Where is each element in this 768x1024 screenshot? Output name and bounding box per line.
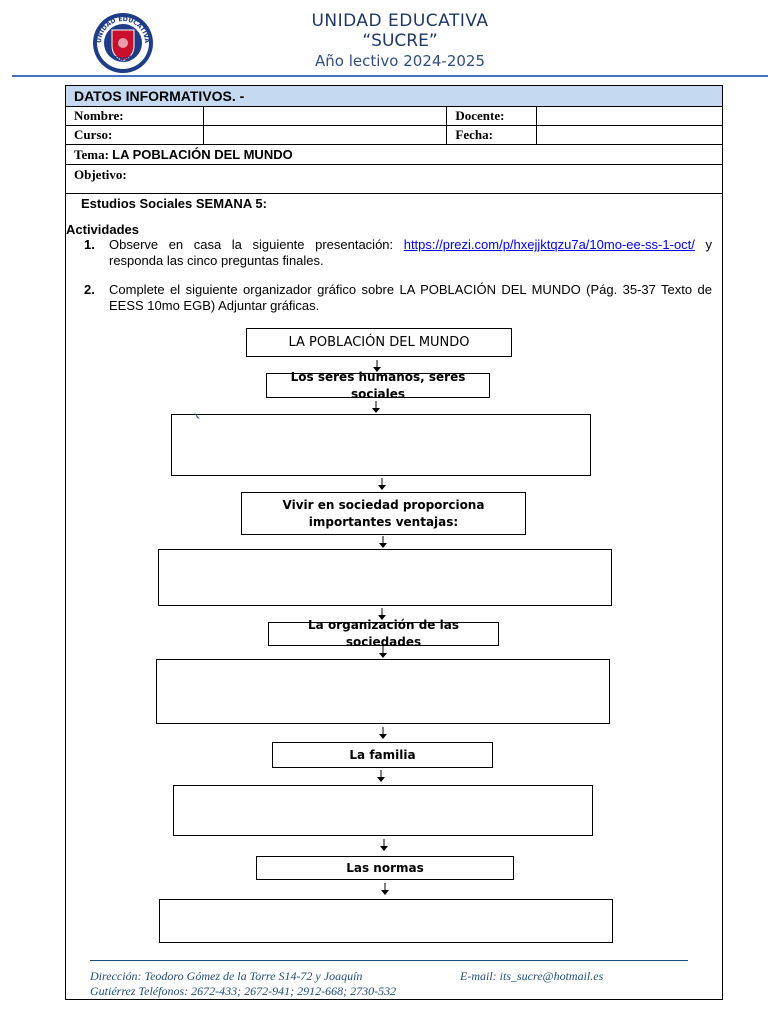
curso-field[interactable]	[202, 125, 448, 145]
tema-label: Tema:	[74, 146, 109, 162]
school-name-quoted: “SUCRE”	[362, 31, 438, 51]
arrow-down-icon	[380, 839, 388, 851]
arrow-down-icon	[379, 536, 387, 548]
logo-bottom-text: SUCRE	[112, 55, 134, 63]
activity-number: 2.	[84, 282, 95, 297]
objetivo-label: Objetivo:	[74, 167, 127, 182]
school-logo: UNIDAD EDUCATIVA SUCRE	[93, 13, 153, 73]
docente-field[interactable]	[536, 106, 723, 126]
header-divider	[12, 75, 768, 77]
nombre-field[interactable]	[202, 106, 448, 126]
organizer-box-organizacion: La organización de las sociedades	[268, 618, 499, 649]
cursor-mark-icon	[194, 412, 200, 419]
footer-email: E-mail: its_sucre@hotmail.es	[460, 969, 604, 983]
tema-row: Tema: LA POBLACIÓN DEL MUNDO	[65, 144, 723, 165]
docente-label: Docente:	[446, 106, 538, 126]
arrow-down-icon	[378, 478, 386, 490]
school-year: Año lectivo 2024-2025	[315, 52, 485, 70]
arrow-down-icon	[379, 727, 387, 739]
activity-number: 1.	[84, 237, 95, 252]
activity-text-end: y responda las cinco preguntas finales.	[109, 237, 712, 268]
activities-heading: Actividades	[66, 222, 139, 237]
answer-box-1[interactable]	[171, 414, 591, 476]
answer-box-2[interactable]	[158, 549, 612, 606]
answer-box-5[interactable]	[159, 899, 613, 943]
school-name-line: UNIDAD EDUCATIVA	[311, 11, 489, 31]
footer-address-line-2: Gutiérrez Teléfonos: 2672-433; 2672-941;…	[90, 984, 397, 998]
week-title: Estudios Sociales SEMANA 5:	[81, 196, 267, 211]
arrow-down-icon	[381, 883, 389, 895]
answer-box-3[interactable]	[156, 659, 610, 724]
activity-text: Observe en casa la siguiente presentació…	[109, 237, 404, 252]
arrow-down-icon	[379, 646, 387, 658]
arrow-down-icon	[377, 770, 385, 782]
curso-label: Curso:	[65, 125, 204, 145]
organizer-box-familia: La familia	[272, 742, 493, 768]
footer-divider	[90, 960, 688, 961]
tema-value: LA POBLACIÓN DEL MUNDO	[112, 146, 293, 162]
answer-box-4[interactable]	[173, 785, 593, 836]
nombre-label: Nombre:	[65, 106, 204, 126]
svg-text:SUCRE: SUCRE	[112, 55, 134, 63]
fecha-label: Fecha:	[446, 125, 538, 145]
arrow-down-icon	[373, 360, 381, 372]
arrow-down-icon	[378, 608, 386, 620]
organizer-box-normas: Las normas	[256, 856, 514, 880]
activity-item-1: 1. Observe en casa la siguiente presenta…	[66, 237, 712, 269]
arrow-down-icon	[372, 401, 380, 413]
objetivo-row[interactable]: Objetivo:	[65, 164, 723, 194]
footer-address-line-1: Dirección: Teodoro Gómez de la Torre S14…	[90, 969, 363, 983]
info-table: DATOS INFORMATIVOS. - Nombre: Docente: C…	[65, 85, 723, 194]
activity-text: Complete el siguiente organizador gráfic…	[109, 282, 712, 313]
prezi-link[interactable]: https://prezi.com/p/hxejjktqzu7a/10mo-ee…	[403, 237, 695, 252]
fecha-field[interactable]	[536, 125, 723, 145]
organizer-title-box: LA POBLACIÓN DEL MUNDO	[246, 328, 512, 357]
activity-item-2: 2. Complete el siguiente organizador grá…	[66, 282, 712, 314]
info-table-title: DATOS INFORMATIVOS. -	[65, 85, 723, 107]
organizer-box-ventajas: Vivir en sociedad proporciona importante…	[241, 492, 526, 535]
organizer-box-seres-sociales: Los seres humanos, seres sociales	[266, 370, 490, 401]
